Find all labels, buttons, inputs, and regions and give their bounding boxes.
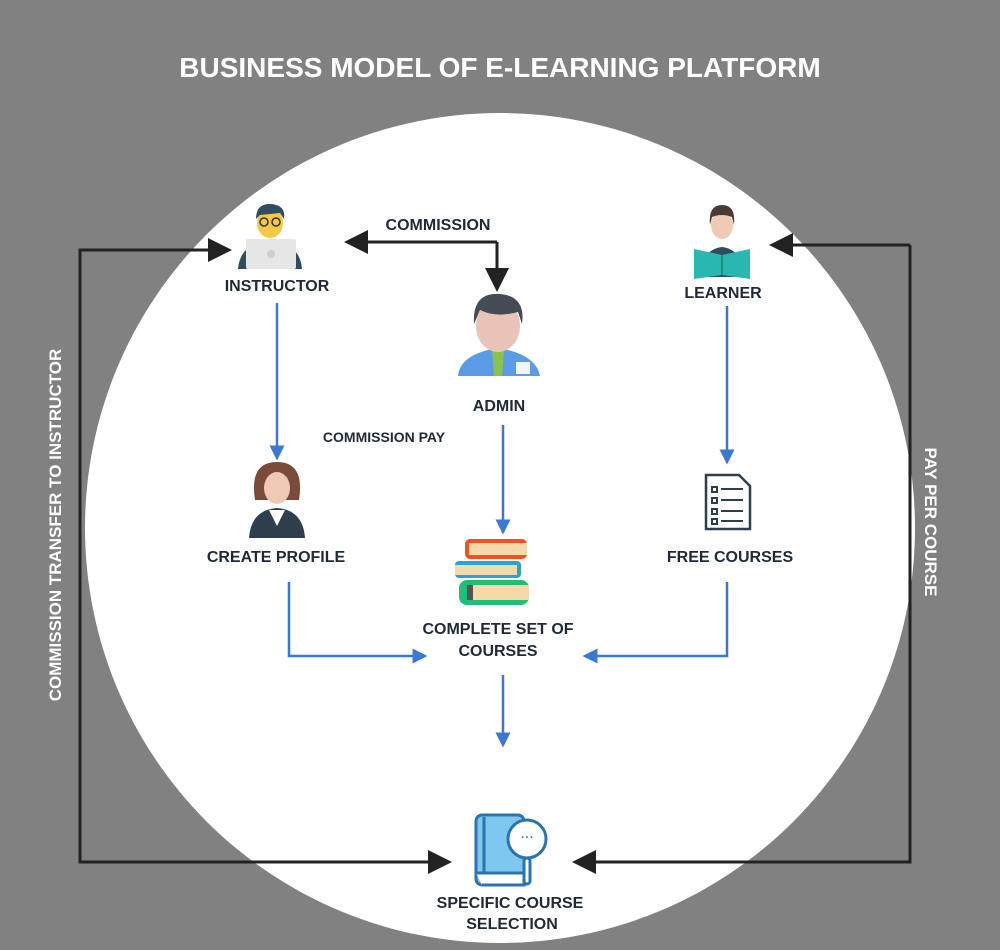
books-icon	[455, 539, 529, 605]
specific-selection-label-2: SELECTION	[466, 916, 558, 933]
admin-label: ADMIN	[472, 398, 526, 415]
learner-label: LEARNER	[684, 285, 762, 302]
learner-icon	[694, 205, 750, 279]
commission-transfer-label: COMMISSION TRANSFER TO INSTRUCTOR	[46, 348, 65, 702]
page-title: BUSINESS MODEL OF E-LEARNING PLATFORM	[179, 52, 821, 83]
free-courses-icon	[704, 473, 752, 531]
instructor-icon	[238, 203, 302, 269]
create-profile-icon	[249, 462, 305, 538]
admin-icon	[458, 293, 540, 376]
create-profile-label: CREATE PROFILE	[206, 549, 346, 566]
commission-label: COMMISSION	[385, 217, 491, 234]
specific-selection-label-1: SPECIFIC COURSE	[436, 895, 584, 912]
complete-set-label-2: COURSES	[458, 643, 538, 660]
commission-pay-label: COMMISSION PAY	[322, 429, 446, 445]
free-to-courses	[582, 582, 729, 664]
pay-per-course-line	[572, 245, 912, 874]
svg-text:···: ···	[520, 830, 533, 846]
course-search-icon: ···	[474, 813, 548, 887]
pay-per-course-label: PAY PER COURSE	[921, 447, 940, 597]
complete-set-label-1: COMPLETE SET OF	[422, 621, 574, 638]
profile-to-courses	[287, 582, 428, 664]
instructor-label: INSTRUCTOR	[224, 278, 330, 295]
free-courses-label: FREE COURSES	[666, 549, 794, 566]
